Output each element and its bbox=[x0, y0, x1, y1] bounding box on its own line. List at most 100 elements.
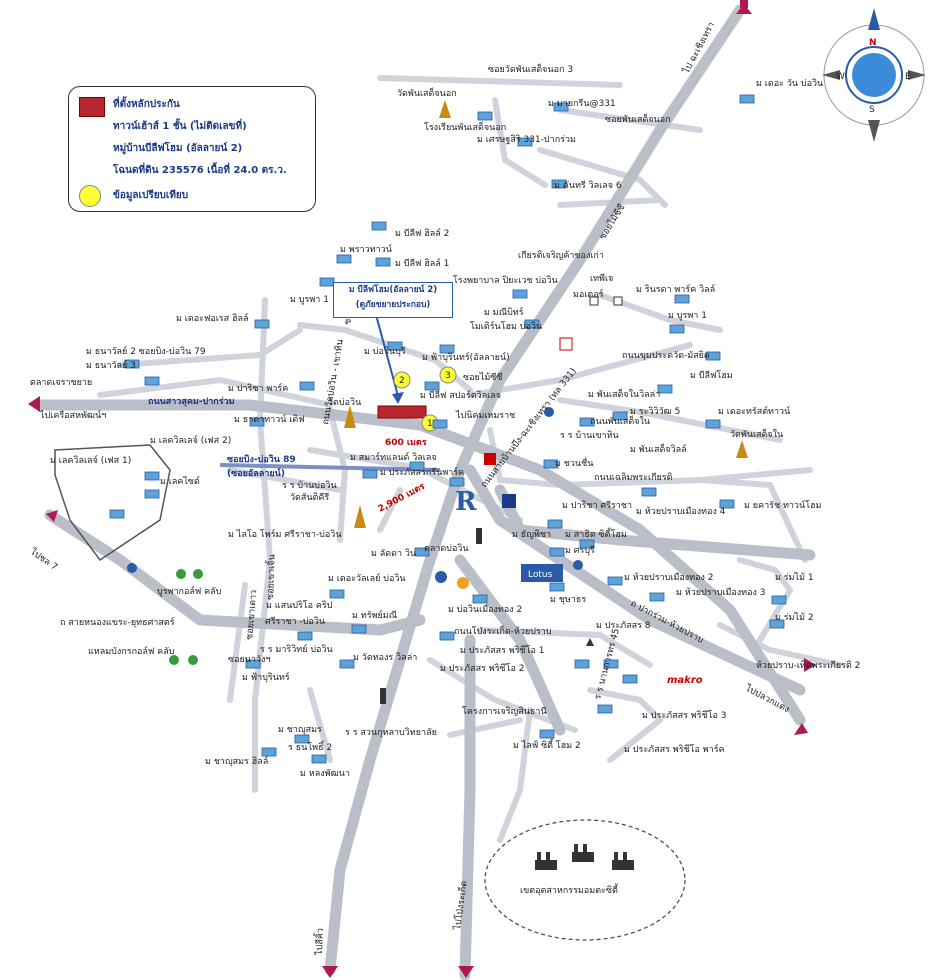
place-label: ม ห้วยปราบเมืองทอง 4 bbox=[636, 506, 726, 517]
place-label: ม ไลโอ โพร์ม ศรีราชา-บ่อวิน bbox=[228, 528, 342, 540]
property-symbol bbox=[79, 97, 105, 117]
place-label: ซอยเขาเจิ้น bbox=[263, 554, 278, 600]
place-label: ม บีลีฟโฮม bbox=[690, 370, 733, 381]
place-label: ม ไลฟ์ ซิตี้ โฮม 2 bbox=[513, 738, 581, 751]
place-label: โมเดิร์นโฮม บ่อวิน bbox=[470, 320, 542, 332]
shop-icon-1 bbox=[589, 296, 599, 306]
place-label: ม ร่มไม้ 2 bbox=[775, 612, 814, 623]
marker-3: 3 bbox=[445, 371, 451, 381]
place-label: ม ธัญพิชา bbox=[512, 529, 551, 540]
map-legend: ที่ตั้งหลักประกัน ทาวน์เฮ้าส์ 1 ชั้น (ไม… bbox=[68, 86, 316, 212]
place-label: ตลาดเจราชยาย bbox=[30, 378, 92, 388]
place-label: ถ สายหนองแขระ-ยุทธศาสตร์ bbox=[60, 616, 175, 628]
place-label: ถนนขุมประดวัต-มัสยิด bbox=[622, 350, 710, 361]
place-label: ซอยบิง-บ่อวิน 89 bbox=[227, 454, 296, 465]
place-label: ม บีลีฟ สปอร์ตวิลเลจ bbox=[420, 389, 501, 401]
place-label: ม แสนปริโอ คริป bbox=[266, 600, 333, 611]
major-roads bbox=[34, 4, 816, 980]
place-label: ม เดอะทรัสต์ทาวน์ bbox=[718, 405, 790, 417]
place-label: ม พันเสด็จวิลล์ bbox=[630, 442, 687, 455]
factory-icons bbox=[535, 844, 634, 870]
place-label: ม เลควิลเลจ์ (เฟส 1) bbox=[50, 454, 131, 466]
place-label: ม ประภัสสร 8 bbox=[596, 621, 651, 631]
place-label: ม ปาริชา ศรีราชา bbox=[562, 500, 632, 511]
industrial-estate-boundary bbox=[484, 819, 686, 941]
legend-item-deed: โฉนดที่ดิน 235576 เนื้อที่ 24.0 ตร.ว. bbox=[113, 165, 287, 176]
hospital-icon bbox=[559, 337, 573, 351]
place-label: เกียรติเจริญค้าของเก่า bbox=[518, 250, 604, 261]
compass-w: W bbox=[836, 72, 845, 82]
place-label: ซอยนาวังฯ bbox=[228, 655, 271, 665]
place-label: ม มายกรีน@331 bbox=[548, 98, 616, 109]
place-label: ม ระวิวิวัฒ 5 bbox=[630, 406, 680, 417]
place-label: ม ทรัพย์มณี bbox=[352, 609, 397, 621]
legend-item-type: ทาวน์เฮ้าส์ 1 ชั้น (ไม่ติดเลขที่) bbox=[113, 121, 247, 132]
place-label: ม ห้วยปราบเมืองทอง 3 bbox=[676, 587, 766, 598]
place-label: วัดสันติคีรี bbox=[290, 492, 329, 503]
place-label: ม บูรพา 1 bbox=[668, 311, 707, 321]
place-label: ม ปาริชา พาร์ค bbox=[228, 382, 288, 394]
place-label: ม วัดทองร วิลล่า bbox=[353, 652, 417, 663]
place-label: ม บีลีฟ ฮิลล์ 1 bbox=[395, 257, 449, 269]
marker-2: 2 bbox=[399, 376, 405, 386]
legend-item-comparable: ข้อมูลเปรียบเทียบ bbox=[113, 190, 189, 201]
golf-icon-3 bbox=[169, 655, 179, 665]
landmark-r-icon: R bbox=[455, 487, 477, 517]
place-label: ร ร บ้านบ่อวิน bbox=[282, 480, 337, 491]
place-label: เทพีเจ bbox=[590, 273, 613, 284]
place-label: ร ร บ้านเขาหิน bbox=[560, 430, 619, 441]
place-label: วัดพันเสด็จนอก bbox=[397, 86, 457, 99]
place-label: ม รินรดา พาร์ค วิลล์ bbox=[636, 283, 715, 295]
place-label: ม ลัดดา วิน bbox=[371, 548, 416, 559]
golf-icon-2 bbox=[193, 569, 203, 579]
place-label: ม สมาร์ทแลนด์ วิลเลจ bbox=[350, 451, 437, 463]
compass-s: S bbox=[869, 105, 875, 115]
landmark-icons: R Lotus makro bbox=[127, 100, 748, 704]
makro-icon: makro bbox=[667, 675, 703, 686]
place-label: ศรีราชา -บ่อวิน bbox=[265, 616, 325, 627]
golf-icon-4 bbox=[188, 655, 198, 665]
place-label: บูรพากอล์ฟ คลับ bbox=[157, 585, 222, 597]
place-label: ม ฟ้าบุรินทร์(อัลลายน์) bbox=[422, 351, 510, 363]
place-label: ม ชาญุสมร bbox=[278, 725, 322, 735]
direction-arrows bbox=[28, 0, 816, 978]
place-label: ม ยคารัช ทาวน์โฮม bbox=[744, 499, 821, 511]
gas-station-icon-3 bbox=[544, 407, 554, 417]
place-label: ม บูรพา 1 bbox=[290, 295, 329, 305]
golf-icon-1 bbox=[176, 569, 186, 579]
comparable-symbol bbox=[79, 185, 101, 207]
traffic-light-icon-2 bbox=[476, 528, 482, 544]
legend-item-village: หมู่บ้านบีลีฟโฮม (อัลลายน์ 2) bbox=[113, 143, 243, 154]
place-label: ม สาธิต ซิตี้โฮม bbox=[565, 527, 627, 540]
place-label: ม ประภัสสร พริชึโอ 3 bbox=[642, 710, 727, 721]
temple-icon-phanset-nok bbox=[439, 100, 451, 118]
place-label: ม ประภัสสร พริซึโอ 2 bbox=[440, 663, 525, 674]
callout-line-1: ม บีลีฟโฮม(อัลลายน์ 2) bbox=[348, 285, 438, 295]
place-label: ซอยเขาเดาว bbox=[245, 589, 259, 640]
lake-village-outline bbox=[54, 444, 171, 562]
subject-callout-box: ม บีลีฟโฮม(อัลลายน์ 2) (ดูภัยขยายประกอบ) bbox=[333, 282, 453, 318]
callout-arrow bbox=[392, 392, 404, 404]
temple-icon-santikiri bbox=[354, 505, 366, 528]
place-label: ถนนพันเสด็จใน bbox=[590, 414, 650, 427]
place-label: ซอยไม้ซีซี bbox=[463, 372, 502, 383]
place-label: ม เดอะ วัน บ่อวิน bbox=[756, 78, 823, 89]
place-label: ม พราวทาวน์ bbox=[340, 243, 392, 255]
gas-station-icon-4 bbox=[573, 560, 583, 570]
place-label: ม ประภัสสรกรีนพาร์ค bbox=[380, 466, 464, 478]
shop-icon-2 bbox=[613, 296, 623, 306]
callout-line-2: (ดูภัยขยายประกอบ) bbox=[355, 300, 431, 310]
place-label: ห้วยปราบ-เทิดพระเกียรติ 2 bbox=[756, 660, 860, 671]
place-label: ไปชล 7 bbox=[27, 546, 59, 573]
distance-600: 600 เมตร bbox=[385, 438, 427, 448]
place-label: แหลมบังกรกอล์ฟ คลับ bbox=[88, 645, 175, 657]
compass-icon: N S W E bbox=[822, 8, 926, 142]
place-label: (ซอยอัลลายน์) bbox=[227, 467, 285, 479]
gas-station-icon-2 bbox=[127, 563, 137, 573]
place-label: ม ประภัสสร พริชึโอ พาร์ค bbox=[624, 743, 725, 755]
place-label: ม ร่มไม้ 1 bbox=[775, 572, 814, 583]
place-label: ร ร สวนกุหลาบวิทยาลัย bbox=[345, 727, 437, 738]
place-label: ม ชวนชื่น bbox=[555, 456, 593, 469]
subject-property-marker bbox=[377, 405, 427, 419]
